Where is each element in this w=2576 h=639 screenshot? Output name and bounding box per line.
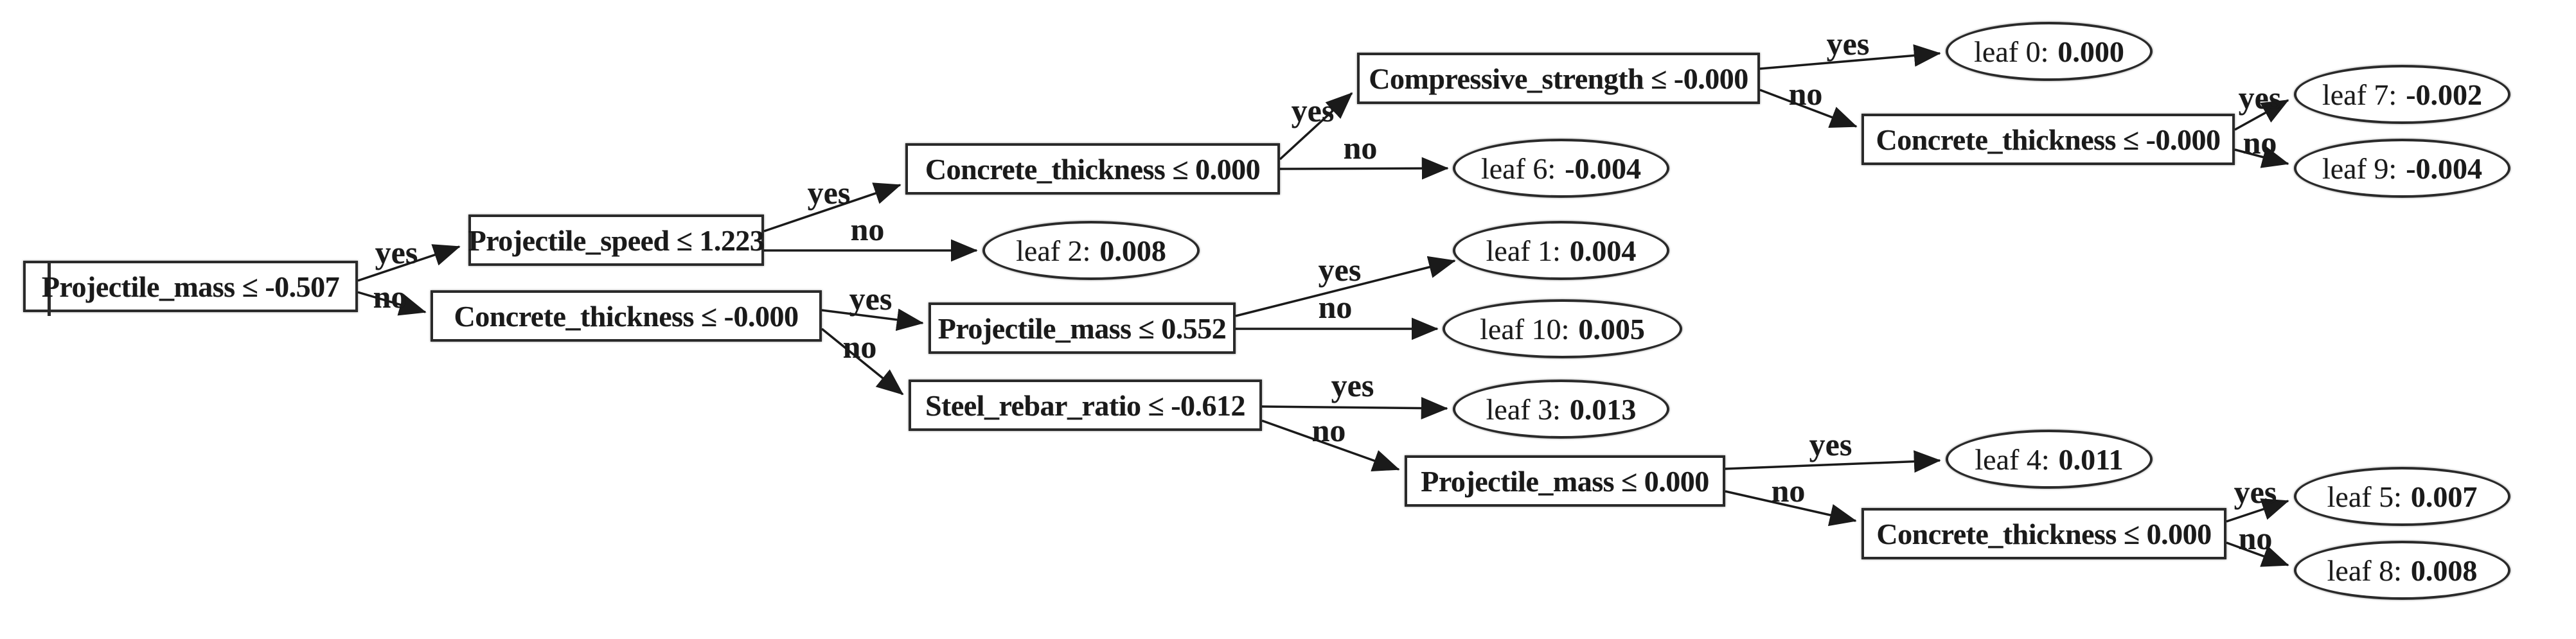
leaf-node-8: leaf 8:0.008 — [2294, 541, 2510, 600]
decision-node-projectile-speed: Projectile_speed ≤ 1.223 — [468, 214, 765, 266]
edge-label-no: no — [2243, 125, 2277, 161]
node-label: Projectile_mass ≤ -0.507 — [41, 270, 340, 303]
edge-label-yes: yes — [807, 175, 851, 211]
edge-label-yes: yes — [1826, 26, 1870, 62]
leaf-value: 0.008 — [1099, 234, 1166, 267]
leaf-value: 0.008 — [2410, 554, 2478, 587]
edge-label-no: no — [1311, 412, 1346, 448]
edge-steel-yes — [1261, 397, 1448, 420]
edge-concrete-mid-no — [821, 328, 904, 396]
edge-concrete-bottom-no — [2226, 541, 2289, 567]
leaf-value: 0.004 — [1569, 234, 1637, 267]
decision-node-steel-rebar-ratio: Steel_rebar_ratio ≤ -0.612 — [909, 380, 1262, 431]
node-label: Projectile_mass ≤ 0.552 — [937, 311, 1227, 345]
node-label: Projectile_mass ≤ 0.000 — [1421, 464, 1709, 498]
edge-label-yes: yes — [1331, 367, 1374, 403]
leaf-value: 0.007 — [2410, 480, 2478, 513]
edge-concrete-right-yes — [2234, 99, 2289, 131]
edge-concrete-right-no — [2234, 146, 2289, 168]
leaf-node-7: leaf 7: -0.002 — [2294, 65, 2510, 124]
decision-node-projectile-mass-552: Projectile_mass ≤ 0.552 — [928, 302, 1236, 354]
decision-node-concrete-thickness-right: Concrete_thickness ≤ -0.000 — [1861, 114, 2235, 165]
edge-pm000-no — [1725, 490, 1857, 527]
edge-label-no: no — [1343, 130, 1378, 166]
leaf-label: leaf 9: — [2322, 152, 2397, 185]
edge-label-no: no — [842, 329, 877, 365]
leaf-label: leaf 4: — [1975, 442, 2050, 476]
leaf-label: leaf 1: — [1486, 234, 1561, 267]
text-cursor-artifact — [48, 261, 51, 316]
node-label: Concrete_thickness ≤ 0.000 — [925, 152, 1261, 186]
edge-compressive-no — [1759, 89, 1858, 128]
node-label: Concrete_thickness ≤ -0.000 — [1876, 123, 2221, 156]
leaf-node-5: leaf 5:0.007 — [2294, 467, 2510, 526]
edge-concrete-bottom-yes — [2226, 498, 2289, 523]
node-label: Steel_rebar_ratio ≤ -0.612 — [925, 389, 1246, 422]
leaf-value: -0.004 — [1565, 152, 1642, 185]
leaf-node-10: leaf 10:0.005 — [1443, 299, 1682, 358]
leaf-node-6: leaf 6: -0.004 — [1453, 139, 1669, 198]
edge-pm000-yes — [1725, 450, 1941, 473]
edge-compressive-yes — [1759, 44, 1941, 70]
leaf-label: leaf 7: — [2322, 78, 2397, 111]
decision-node-projectile-mass-000: Projectile_mass ≤ 0.000 — [1405, 455, 1725, 507]
edge-label-no: no — [850, 211, 885, 247]
node-label: Projectile_speed ≤ 1.223 — [468, 223, 765, 257]
leaf-label: leaf 10: — [1480, 312, 1570, 346]
edge-label-yes: yes — [1809, 426, 1852, 462]
edge-label-yes: yes — [2234, 474, 2277, 510]
decision-node-concrete-thickness-bottom: Concrete_thickness ≤ 0.000 — [1861, 508, 2226, 559]
edge-label-no: no — [1771, 473, 1806, 509]
edge-label-yes: yes — [375, 234, 418, 270]
decision-node-compressive-strength: Compressive_strength ≤ -0.000 — [1357, 53, 1760, 104]
edge-concrete-top-yes — [1279, 92, 1353, 161]
edge-label-no: no — [1788, 76, 1823, 112]
leaf-label: leaf 5: — [2327, 480, 2402, 513]
leaf-label: leaf 3: — [1486, 392, 1561, 426]
node-label: Concrete_thickness ≤ -0.000 — [454, 299, 799, 333]
edge-label-yes: yes — [849, 281, 893, 317]
node-label: Compressive_strength ≤ -0.000 — [1369, 62, 1748, 95]
edge-label-no: no — [2238, 520, 2273, 556]
leaf-node-1: leaf 1:0.004 — [1453, 221, 1669, 280]
leaf-node-2: leaf 2:0.008 — [982, 221, 1200, 280]
leaf-node-4: leaf 4:0.011 — [1946, 430, 2153, 489]
leaf-value: 0.013 — [1569, 392, 1637, 426]
edge-label-yes: yes — [1318, 252, 1362, 288]
leaf-node-3: leaf 3:0.013 — [1453, 380, 1669, 439]
leaf-node-9: leaf 9: -0.004 — [2294, 139, 2510, 198]
edge-steel-no — [1261, 419, 1400, 471]
edge-label-yes: yes — [2238, 80, 2282, 116]
edge-concrete-mid-yes — [821, 308, 924, 331]
leaf-value: -0.004 — [2406, 152, 2483, 185]
leaf-label: leaf 8: — [2327, 554, 2402, 587]
leaf-value: 0.000 — [2057, 35, 2124, 68]
edge-root-yes — [357, 244, 461, 282]
edge-label-yes: yes — [1291, 92, 1335, 128]
leaf-value: 0.011 — [2058, 442, 2124, 476]
leaf-label: leaf 6: — [1480, 152, 1556, 185]
leaf-value: -0.002 — [2406, 78, 2483, 111]
edge-label-no: no — [373, 279, 407, 315]
decision-node-concrete-thickness-mid: Concrete_thickness ≤ -0.000 — [431, 290, 822, 342]
edge-speed-yes — [763, 182, 902, 232]
edge-root-no — [357, 291, 427, 316]
leaf-label: leaf 0: — [1974, 35, 2049, 68]
edge-concrete-top-no — [1279, 157, 1449, 180]
edge-pm552-yes — [1235, 256, 1456, 317]
node-label: Concrete_thickness ≤ 0.000 — [1876, 517, 2212, 550]
leaf-value: 0.005 — [1578, 312, 1645, 346]
decision-node-projectile-mass-root: Projectile_mass ≤ -0.507 — [23, 261, 358, 316]
leaf-label: leaf 2: — [1016, 234, 1091, 267]
leaf-node-0: leaf 0:0.000 — [1946, 22, 2153, 81]
decision-node-concrete-thickness-top: Concrete_thickness ≤ 0.000 — [905, 143, 1280, 195]
edge-label-no: no — [1318, 289, 1353, 325]
